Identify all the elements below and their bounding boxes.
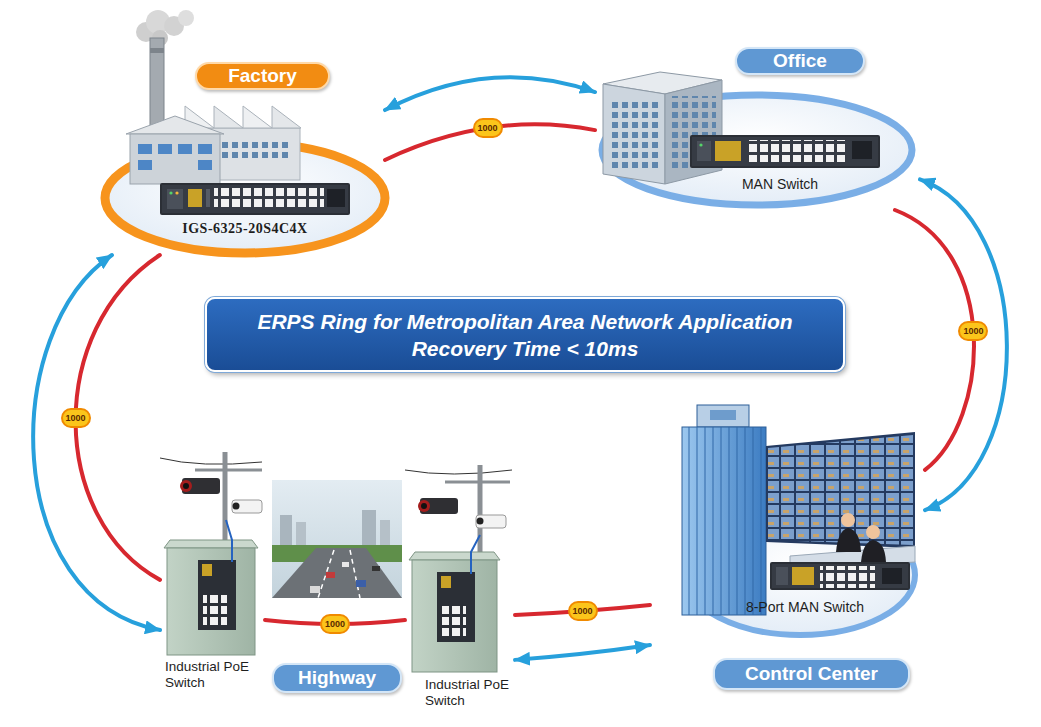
redundancy-arrow (920, 179, 1007, 510)
device-label: 8-Port MAN Switch (730, 598, 880, 617)
link-speed-badge: 1000 (61, 408, 91, 428)
control-center-site: 8-Port MAN SwitchControl Center (650, 400, 925, 700)
diagram-title: ERPS Ring for Metropolitan Area Network … (257, 308, 792, 335)
redundancy-arrow (515, 645, 650, 660)
factory-site: FactoryIGS-6325-20S4C4X (100, 15, 385, 255)
redundancy-arrow (385, 77, 595, 110)
poe-cabinet-illustration (160, 452, 262, 655)
office-site: OfficeMAN Switch (595, 40, 920, 210)
link-speed-badge: 1000 (320, 614, 350, 634)
highway-photo (272, 480, 402, 598)
factory-illustration (105, 10, 385, 253)
link-speed-badge: 1000 (958, 321, 988, 341)
site-badge: Office (735, 47, 865, 75)
industrial-poe-switch: Industrial PoE Switch (405, 455, 515, 715)
device-label: Industrial PoE Switch (425, 677, 510, 708)
device-label: Industrial PoE Switch (165, 659, 250, 690)
industrial-poe-switch: Industrial PoE Switch (160, 440, 265, 700)
device-label: IGS-6325-20S4C4X (145, 219, 345, 238)
subtitle-line: Recovery Time < 10ms (412, 335, 639, 362)
link-speed-badge: 1000 (473, 118, 503, 138)
control-center-illustration (682, 405, 915, 635)
link-speed-badge: 1000 (568, 601, 598, 621)
office-illustration (602, 72, 912, 205)
title-banner: ERPS Ring for Metropolitan Area Network … (205, 297, 845, 372)
site-badge: Factory (195, 62, 330, 90)
redundancy-arrow (33, 255, 160, 630)
poe-cabinet-illustration (405, 465, 512, 672)
device-label: MAN Switch (710, 175, 850, 194)
site-badge: Control Center (713, 658, 910, 690)
fiber-link (895, 210, 974, 470)
site-badge: Highway (272, 663, 402, 693)
